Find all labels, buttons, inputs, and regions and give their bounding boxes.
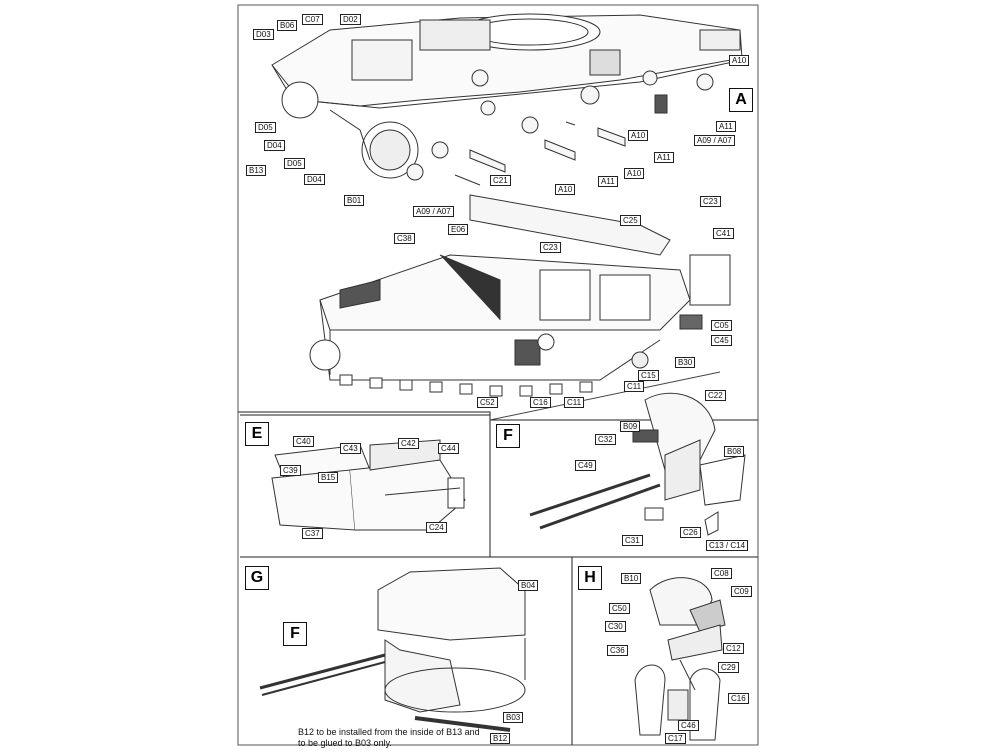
part-label: C26	[680, 527, 701, 538]
part-label: C45	[711, 335, 732, 346]
suspension-parts	[406, 69, 714, 186]
part-label: C24	[426, 522, 447, 533]
part-label: C16	[530, 397, 551, 408]
section-h-assembly	[634, 577, 726, 741]
part-label: D02	[340, 14, 361, 25]
part-label: C23	[540, 242, 561, 253]
part-label: C50	[609, 603, 630, 614]
part-label: A10	[624, 168, 645, 179]
part-label: C05	[711, 320, 732, 331]
part-label: C42	[398, 438, 419, 449]
part-label: C39	[280, 465, 301, 476]
part-label: C32	[595, 434, 616, 445]
part-label: B15	[318, 472, 339, 483]
part-label: C37	[302, 528, 323, 539]
part-label: A11	[598, 176, 618, 187]
part-label: A10	[729, 55, 750, 66]
part-label: C29	[718, 662, 739, 673]
part-label: B30	[675, 357, 696, 368]
section-marker-f: F	[496, 424, 520, 448]
part-label: B08	[724, 446, 745, 457]
part-label: D05	[255, 122, 276, 133]
part-label: E06	[448, 224, 469, 235]
part-label: C38	[394, 233, 415, 244]
part-label: C49	[575, 460, 596, 471]
part-label: B01	[344, 195, 365, 206]
lower-hull	[309, 194, 731, 397]
part-label: A11	[654, 152, 674, 163]
part-label: A10	[628, 130, 649, 141]
part-label: C17	[665, 733, 686, 744]
part-label: C40	[293, 436, 314, 447]
part-label: C22	[705, 390, 726, 401]
part-label: C25	[620, 215, 641, 226]
part-label: C52	[477, 397, 498, 408]
part-label: B06	[277, 20, 298, 31]
part-label: C41	[713, 228, 734, 239]
section-f-assembly	[529, 392, 746, 536]
assembly-note: B12 to be installed from the inside of B…	[298, 727, 480, 748]
part-label: D03	[253, 29, 274, 40]
part-label: C23	[700, 196, 721, 207]
part-label: B10	[621, 573, 642, 584]
section-marker-e: E	[245, 422, 269, 446]
part-label: D04	[304, 174, 325, 185]
part-label: C07	[302, 14, 323, 25]
part-label: C43	[340, 443, 361, 454]
part-label: C36	[607, 645, 628, 656]
part-label: C30	[605, 621, 626, 632]
part-label: A11	[716, 121, 736, 132]
part-label: D04	[264, 140, 285, 151]
part-label: C13 / C14	[706, 540, 749, 551]
section-marker-g-sub: F	[283, 622, 307, 646]
part-label: B03	[503, 712, 524, 723]
part-label: C11	[624, 381, 645, 392]
part-label: C15	[638, 370, 659, 381]
part-label: C46	[678, 720, 699, 731]
section-marker-g: G	[245, 566, 269, 590]
part-label: C21	[490, 175, 511, 186]
part-label: B13	[246, 165, 267, 176]
part-label: D05	[284, 158, 305, 169]
part-label: C08	[711, 568, 732, 579]
section-e-assembly	[271, 439, 466, 531]
section-marker-h: H	[578, 566, 602, 590]
part-label: A10	[555, 184, 576, 195]
part-label: C09	[731, 586, 752, 597]
part-label: A09 / A07	[694, 135, 735, 146]
part-label: C12	[723, 643, 744, 654]
upper-hull	[271, 13, 743, 179]
part-label: B09	[620, 421, 641, 432]
track-links	[339, 374, 593, 397]
section-marker-a: A	[729, 88, 753, 112]
section-g-assembly	[259, 567, 526, 732]
part-label: C44	[438, 443, 459, 454]
part-label: B04	[518, 580, 539, 591]
part-label: C16	[728, 693, 749, 704]
sheet-frame	[237, 4, 759, 746]
part-label: C11	[564, 397, 585, 408]
part-label: A09 / A07	[413, 206, 454, 217]
part-label: C31	[622, 535, 643, 546]
part-label: B12	[490, 733, 511, 744]
